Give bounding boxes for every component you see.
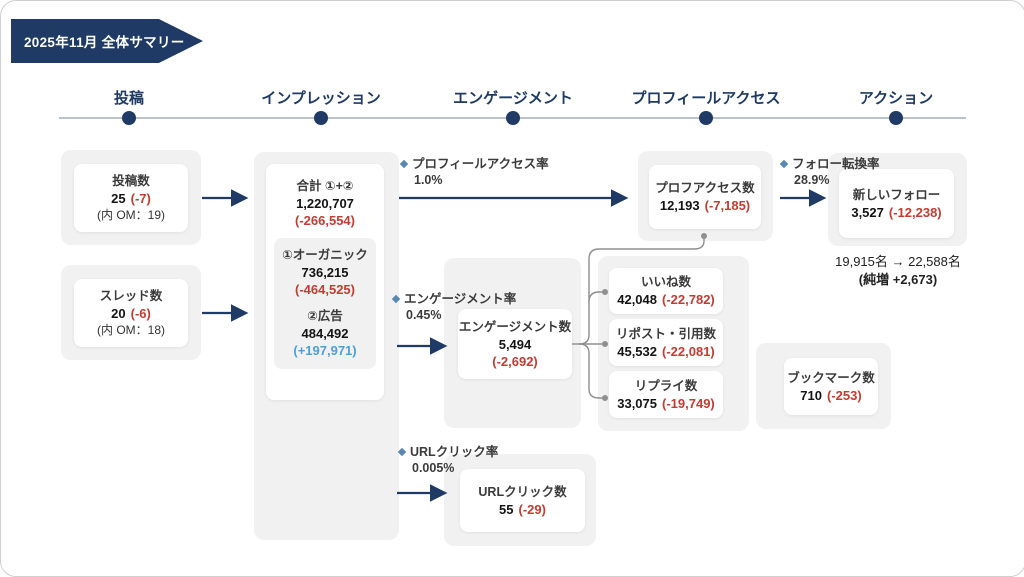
replies-card: リプライ数 33,075 (-19,749) <box>609 371 723 418</box>
url-clicks-change: (-29) <box>518 501 546 517</box>
impressions-breakdown-card: ①オーガニック 736,215 (-464,525) ②広告 484,492 (… <box>274 238 376 369</box>
posts-note: (内 OM：19) <box>96 207 165 222</box>
new-follows-value: 3,527 <box>851 204 884 220</box>
organic-value: 736,215 <box>301 265 349 280</box>
url-click-rate: URLクリック率 0.005% <box>397 444 499 476</box>
impressions-card: 合計 ①+② 1,220,707 (-266,554) ①オーガニック 736,… <box>266 164 384 400</box>
engagement-title: エンゲージメント数 <box>458 319 572 334</box>
follow-conversion-rate-value: 28.9% <box>794 173 830 187</box>
title-banner: 2025年11月 全体サマリー <box>11 19 203 63</box>
posts-change: (-7) <box>130 190 151 206</box>
stage-label-posts: 投稿 <box>113 90 144 107</box>
ads-change: (+197,971) <box>293 343 357 358</box>
profile-access-rate-label: プロフィールアクセス率 <box>412 157 549 171</box>
url-clicks-value: 55 <box>499 501 514 517</box>
follower-summary-net: (純増 +2,673) <box>858 272 938 287</box>
timeline-dot-action <box>889 111 903 125</box>
rate-diamond-icon <box>391 294 401 304</box>
replies-value: 33,075 <box>617 395 657 411</box>
likes-title: いいね数 <box>640 275 691 289</box>
impressions-total-label: 合計 ①+② <box>296 179 354 193</box>
follow-conversion-rate: フォロー転換率 28.9% <box>779 156 880 188</box>
bookmarks-card: ブックマーク数 710 (-253) <box>784 358 878 415</box>
stage-label-engagement: エンゲージメント <box>453 90 573 107</box>
ads-label: ②広告 <box>307 309 343 323</box>
bookmarks-change: (-253) <box>827 387 862 403</box>
stage-label-profile-access: プロフィールアクセス <box>631 90 781 107</box>
threads-value: 20 <box>111 305 126 321</box>
timeline-dot-posts <box>122 111 136 125</box>
organic-label: ①オーガニック <box>282 248 368 262</box>
likes-change: (-22,782) <box>662 292 715 307</box>
impressions-total-value: 1,220,707 <box>296 196 354 211</box>
engagement-value: 5,494 <box>498 336 532 352</box>
engagement-card: エンゲージメント数 5,494 (-2,692) <box>458 309 572 379</box>
timeline-dot-engagement <box>506 111 520 125</box>
reposts-title: リポスト・引用数 <box>615 326 716 341</box>
replies-change: (-19,749) <box>662 395 715 411</box>
bookmarks-title: ブックマーク数 <box>787 370 875 385</box>
follower-summary: 19,915名 → 22,588名 (純増 +2,673) <box>814 253 982 289</box>
replies-title: リプライ数 <box>634 378 698 393</box>
profile-access-value: 12,193 <box>659 198 700 213</box>
rate-diamond-icon <box>397 447 407 457</box>
engagement-change: (-2,692) <box>492 353 538 369</box>
bookmarks-value: 710 <box>800 387 822 403</box>
likes-card: いいね数 42,048 (-22,782) <box>609 268 723 314</box>
url-clicks-card: URLクリック数 55 (-29) <box>460 469 585 532</box>
rate-diamond-icon <box>399 159 409 169</box>
rate-diamond-icon <box>779 159 789 169</box>
likes-value: 42,048 <box>617 292 657 307</box>
ads-value: 484,492 <box>301 326 349 341</box>
reposts-value: 45,532 <box>617 343 657 359</box>
page-title: 2025年11月 全体サマリー <box>24 35 185 50</box>
engagement-rate-label: エンゲージメント率 <box>404 292 517 306</box>
follower-summary-range: 19,915名 → 22,588名 <box>835 254 961 269</box>
impressions-total-change: (-266,554) <box>295 213 355 228</box>
timeline-dot-impressions <box>314 111 328 125</box>
url-clicks-title: URLクリック数 <box>478 484 567 499</box>
timeline-dot-profile-access <box>699 111 713 125</box>
engagement-rate-value: 0.45% <box>406 308 442 322</box>
profile-access-title: プロフアクセス数 <box>655 181 755 195</box>
reposts-change: (-22,081) <box>662 343 715 359</box>
threads-note: (内 OM：18) <box>96 322 165 337</box>
profile-access-card: プロフアクセス数 12,193 (-7,185) <box>649 165 761 229</box>
posts-title: 投稿数 <box>112 173 150 188</box>
profile-access-rate-value: 1.0% <box>414 173 443 187</box>
threads-card: スレッド数 20 (-6) (内 OM：18) <box>74 279 188 347</box>
url-click-rate-value: 0.005% <box>412 461 455 475</box>
engagement-rate: エンゲージメント率 0.45% <box>391 291 517 323</box>
posts-card: 投稿数 25 (-7) (内 OM：19) <box>74 164 188 232</box>
reposts-card: リポスト・引用数 45,532 (-22,081) <box>609 319 723 366</box>
stage-label-impressions: インプレッション <box>261 90 381 107</box>
threads-title: スレッド数 <box>99 288 163 303</box>
url-click-rate-label: URLクリック率 <box>410 445 499 459</box>
threads-change: (-6) <box>130 305 151 321</box>
stage-label-action: アクション <box>858 90 934 107</box>
profile-access-rate: プロフィールアクセス率 1.0% <box>399 156 549 188</box>
follow-conversion-rate-label: フォロー転換率 <box>792 157 880 171</box>
new-follows-card: 新しいフォロー 3,527 (-12,238) <box>839 169 954 238</box>
organic-change: (-464,525) <box>295 282 355 297</box>
new-follows-title: 新しいフォロー <box>852 187 941 202</box>
profile-access-change: (-7,185) <box>704 198 751 213</box>
new-follows-change: (-12,238) <box>888 204 942 220</box>
posts-value: 25 <box>111 190 126 206</box>
